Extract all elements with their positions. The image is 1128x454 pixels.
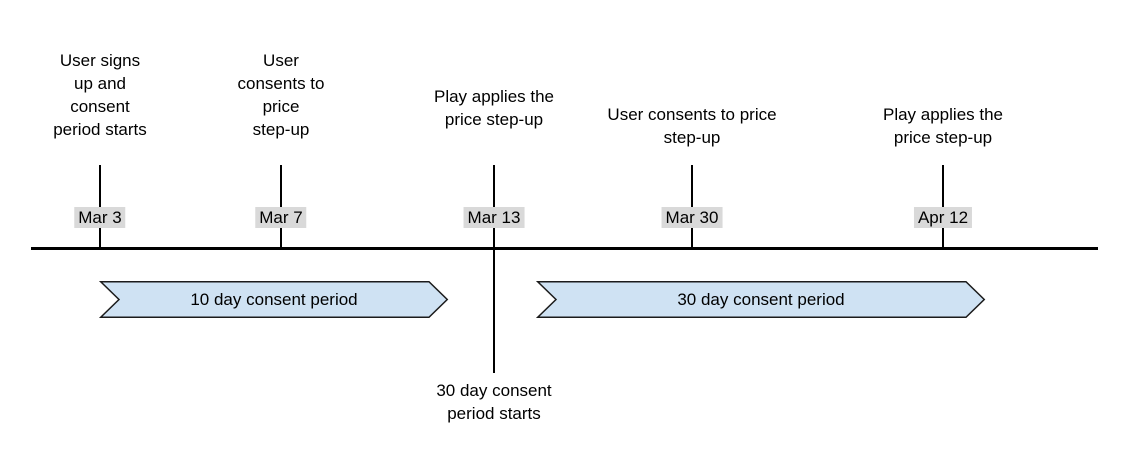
event-label: Play applies the price step-up <box>882 105 1004 147</box>
date-chip: Mar 13 <box>463 207 525 228</box>
annotation-connector-line <box>493 249 495 373</box>
event-label: User consents to price step-up <box>607 105 777 147</box>
timeline-axis-line <box>31 247 1098 250</box>
annotation-text: 30 day consent period starts <box>436 381 552 423</box>
event-label: User consents to price step-up <box>237 51 325 139</box>
date-chip: Apr 12 <box>913 207 973 228</box>
chevron-arrow-shape <box>98 281 449 318</box>
period-label: 10 day consent period <box>190 289 358 309</box>
chevron-arrow-shape <box>535 281 986 318</box>
period-arrow-10-day: 10 day consent period <box>98 281 449 318</box>
period-label: 30 day consent period <box>677 289 845 309</box>
period-arrow-30-day: 30 day consent period <box>535 281 986 318</box>
date-chip: Mar 3 <box>74 207 126 228</box>
date-chip: Mar 30 <box>661 207 723 228</box>
event-label: User signs up and consent period starts <box>53 51 147 139</box>
date-chip: Mar 7 <box>255 207 307 228</box>
event-label: Play applies the price step-up <box>433 87 555 129</box>
